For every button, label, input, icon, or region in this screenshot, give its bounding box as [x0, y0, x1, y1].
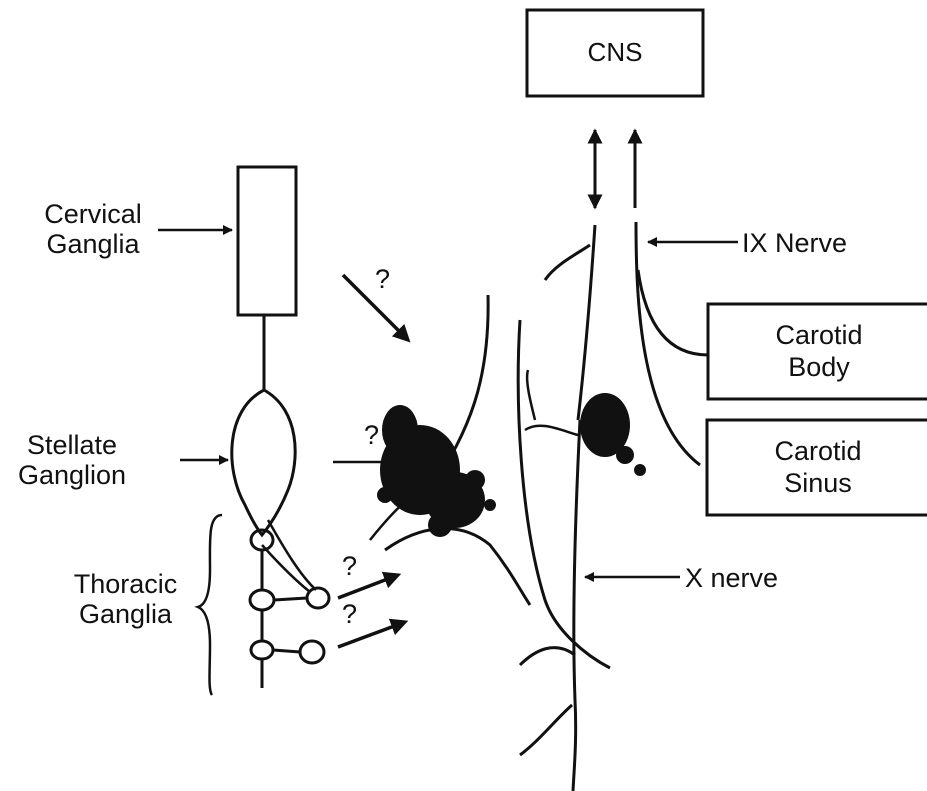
ix-nerve-left-branch [578, 225, 595, 420]
carotid-body-label-line2: Body [788, 352, 850, 383]
thoracic-ganglia-label-line2: Ganglia [58, 600, 193, 630]
x-nerve-bottom-hook [520, 705, 572, 755]
ix-nerve-carotid-body-branch [638, 270, 708, 355]
carotid-sinus-label-line2: Sinus [784, 468, 852, 499]
x-nerve-lower-branch [520, 648, 575, 665]
x-nerve-trunk [573, 420, 580, 791]
cervical-ganglia-box [238, 167, 296, 315]
ix-nerve-label: IX Nerve [742, 229, 847, 259]
carotid-body-label: Carotid Body [708, 304, 927, 399]
stellate-to-thoracic-fibers [262, 520, 316, 592]
stellate-ganglion-label-line1: Stellate [2, 431, 142, 461]
stellate-ganglion-label-line2: Ganglion [2, 461, 142, 491]
thoracic-ganglia-label: Thoracic Ganglia [58, 570, 193, 629]
question-mark-middle: ? [364, 421, 379, 451]
thoracic-ganglion-3 [251, 641, 273, 659]
x-nerve-left-curve [518, 320, 610, 668]
question-mark-lower-1: ? [342, 552, 357, 582]
carotid-body-label-line1: Carotid [775, 320, 862, 351]
ix-nerve-left-hook [545, 245, 590, 280]
x-nerve-carotid-branch [525, 370, 578, 435]
thoracic-link-2 [273, 650, 300, 652]
thoracic-brace [198, 515, 222, 695]
cervical-ganglia-label-line2: Ganglia [28, 230, 158, 260]
stained-tissue-right [580, 393, 646, 476]
ix-nerve-right-line [636, 222, 700, 465]
stained-tissue-left [377, 405, 496, 537]
carotid-sinus-label: Carotid Sinus [707, 420, 927, 515]
thoracic-ganglion-side-2 [300, 641, 324, 663]
thoracic-ganglion-2 [250, 590, 274, 610]
question-mark-top: ? [375, 265, 390, 295]
thoracic-ganglia-label-line1: Thoracic [58, 570, 193, 600]
stellate-ganglion-label: Stellate Ganglion [2, 431, 142, 490]
sympathetic-fiber-2 [385, 529, 530, 605]
stellate-ganglion-shape [232, 390, 295, 535]
x-nerve-label: X nerve [685, 564, 778, 594]
cervical-ganglia-label-line1: Cervical [28, 200, 158, 230]
carotid-sinus-label-line1: Carotid [774, 436, 861, 467]
cervical-ganglia-label: Cervical Ganglia [28, 200, 158, 259]
thoracic-link-1 [274, 598, 307, 600]
question-mark-lower-2: ? [342, 600, 357, 630]
cns-label: CNS [527, 10, 703, 96]
